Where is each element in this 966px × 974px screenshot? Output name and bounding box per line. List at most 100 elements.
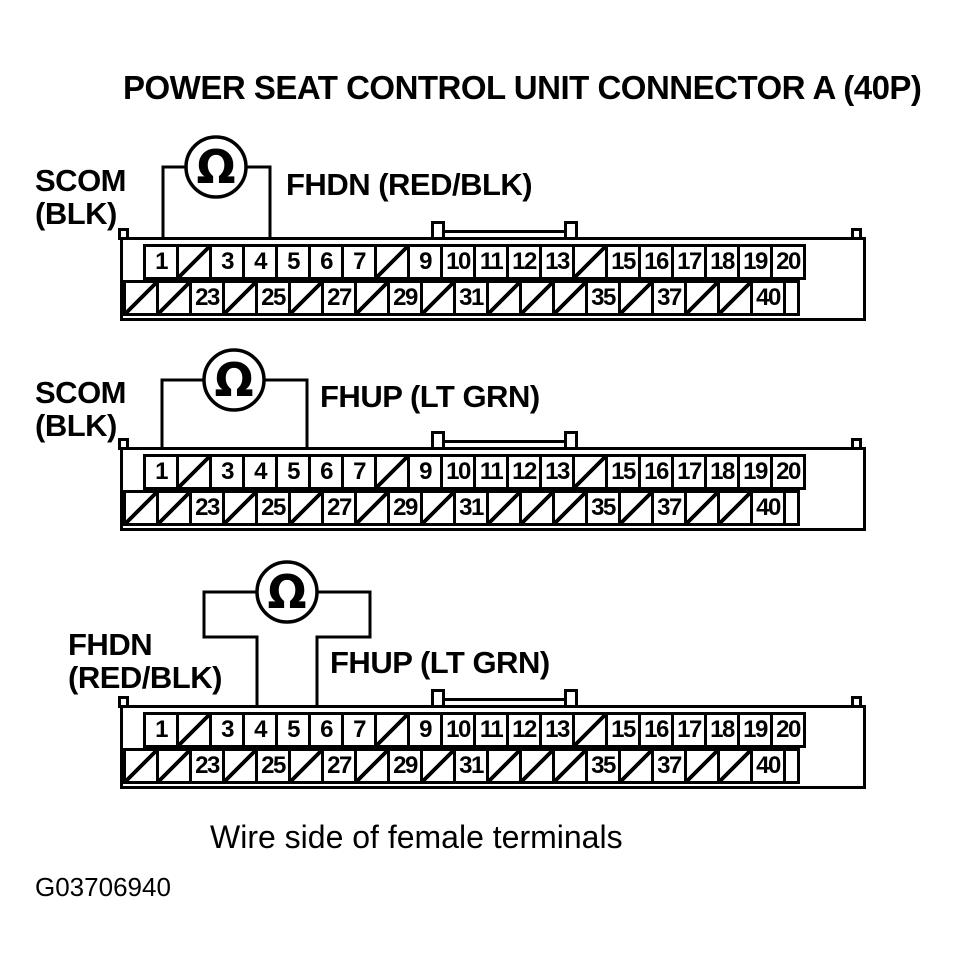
pin-cell-4: 4 bbox=[242, 712, 278, 748]
pin-cell-1: 1 bbox=[143, 712, 179, 748]
pin-cell-29: 29 bbox=[387, 280, 423, 316]
diagram2-right-label: FHUP (LT GRN) bbox=[320, 379, 540, 414]
no-terminal-cell bbox=[618, 748, 654, 784]
pin-cell-10: 10 bbox=[440, 244, 476, 280]
pin-cell-12: 12 bbox=[506, 454, 542, 490]
pin-cell-27: 27 bbox=[321, 490, 357, 526]
no-terminal-cell bbox=[519, 748, 555, 784]
connector1-latch-tab-left bbox=[431, 221, 445, 240]
no-terminal-cell bbox=[684, 748, 720, 784]
no-terminal-cell bbox=[717, 490, 753, 526]
no-terminal-cell bbox=[420, 280, 456, 316]
pin-cell-20: 20 bbox=[770, 712, 806, 748]
connector3-latch-tab-right bbox=[564, 689, 578, 708]
pin-cell-29: 29 bbox=[387, 748, 423, 784]
pin-cell-7: 7 bbox=[341, 454, 377, 490]
connector2-latch-tab-left bbox=[431, 431, 445, 450]
diagram1-left-label-line1: SCOM bbox=[35, 163, 127, 198]
no-terminal-cell bbox=[552, 280, 588, 316]
pin-cell-35: 35 bbox=[585, 490, 621, 526]
meter3-omega: Ω bbox=[267, 565, 306, 619]
no-terminal-cell bbox=[354, 280, 390, 316]
ohmmeter-2: Ω bbox=[160, 348, 309, 450]
meter2-circle bbox=[202, 348, 266, 412]
pin-cell-17: 17 bbox=[671, 454, 707, 490]
pin-cell-9: 9 bbox=[407, 712, 443, 748]
pin-cell-40: 40 bbox=[750, 490, 786, 526]
pin-cell-29: 29 bbox=[387, 490, 423, 526]
ohmmeter-1: Ω bbox=[161, 135, 272, 240]
pin-cell-37: 37 bbox=[651, 280, 687, 316]
no-terminal-cell bbox=[176, 454, 212, 490]
ohmmeter-3: Ω bbox=[202, 560, 372, 708]
pin-cell-18: 18 bbox=[704, 712, 740, 748]
pin-cell-1: 1 bbox=[143, 244, 179, 280]
connector1-latch bbox=[431, 221, 578, 240]
meter1-circle bbox=[184, 135, 248, 199]
diagram2-left-label-line1: SCOM bbox=[35, 375, 127, 410]
no-terminal-cell bbox=[156, 748, 192, 784]
pin-cell-16: 16 bbox=[638, 712, 674, 748]
pin-cell-13: 13 bbox=[539, 712, 575, 748]
no-terminal-cell bbox=[618, 280, 654, 316]
pin-cell-16: 16 bbox=[638, 454, 674, 490]
pin-cell-3: 3 bbox=[209, 454, 245, 490]
pin-cell-19: 19 bbox=[737, 712, 773, 748]
no-terminal-cell bbox=[374, 454, 410, 490]
pin-cell-13: 13 bbox=[539, 454, 575, 490]
no-terminal-cell bbox=[354, 490, 390, 526]
diagram2-left-label: SCOM (BLK) bbox=[35, 375, 127, 443]
pin-cell-11: 11 bbox=[473, 454, 509, 490]
no-terminal-cell bbox=[486, 490, 522, 526]
diagram3-left-label-line1: FHDN bbox=[68, 627, 153, 662]
connector3-latch-bar bbox=[441, 698, 568, 708]
no-terminal-cell bbox=[156, 490, 192, 526]
pin-cell-35: 35 bbox=[585, 280, 621, 316]
no-terminal-cell bbox=[717, 280, 753, 316]
meter2-omega: Ω bbox=[214, 353, 253, 407]
pin-cell-6: 6 bbox=[308, 712, 344, 748]
blank-end-cell bbox=[783, 748, 800, 784]
pin-cell-23: 23 bbox=[189, 490, 225, 526]
pin-cell-40: 40 bbox=[750, 280, 786, 316]
no-terminal-cell bbox=[519, 280, 555, 316]
no-terminal-cell bbox=[420, 490, 456, 526]
connector2-right-notch bbox=[851, 438, 862, 450]
blank-end-cell bbox=[783, 280, 800, 316]
no-terminal-cell bbox=[618, 490, 654, 526]
pin-cell-10: 10 bbox=[440, 712, 476, 748]
pin-cell-10: 10 bbox=[440, 454, 476, 490]
pin-cell-19: 19 bbox=[737, 454, 773, 490]
no-terminal-cell bbox=[374, 244, 410, 280]
no-terminal-cell bbox=[222, 280, 258, 316]
connector1-right-notch bbox=[851, 228, 862, 240]
pin-cell-37: 37 bbox=[651, 490, 687, 526]
pin-cell-9: 9 bbox=[407, 244, 443, 280]
meter1-lead-right bbox=[245, 165, 272, 240]
pin-cell-19: 19 bbox=[737, 244, 773, 280]
pin-cell-5: 5 bbox=[275, 712, 311, 748]
pin-cell-27: 27 bbox=[321, 748, 357, 784]
pin-cell-23: 23 bbox=[189, 280, 225, 316]
pin-cell-6: 6 bbox=[308, 454, 344, 490]
pin-cell-11: 11 bbox=[473, 712, 509, 748]
pin-cell-12: 12 bbox=[506, 712, 542, 748]
no-terminal-cell bbox=[684, 490, 720, 526]
no-terminal-cell bbox=[176, 244, 212, 280]
no-terminal-cell bbox=[288, 748, 324, 784]
pin-cell-16: 16 bbox=[638, 244, 674, 280]
connector2-left-notch bbox=[118, 438, 129, 450]
no-terminal-cell bbox=[572, 244, 608, 280]
no-terminal-cell bbox=[486, 280, 522, 316]
pin-cell-17: 17 bbox=[671, 244, 707, 280]
pin-cell-1: 1 bbox=[143, 454, 179, 490]
pin-cell-15: 15 bbox=[605, 712, 641, 748]
no-terminal-cell bbox=[354, 748, 390, 784]
no-terminal-cell bbox=[519, 490, 555, 526]
